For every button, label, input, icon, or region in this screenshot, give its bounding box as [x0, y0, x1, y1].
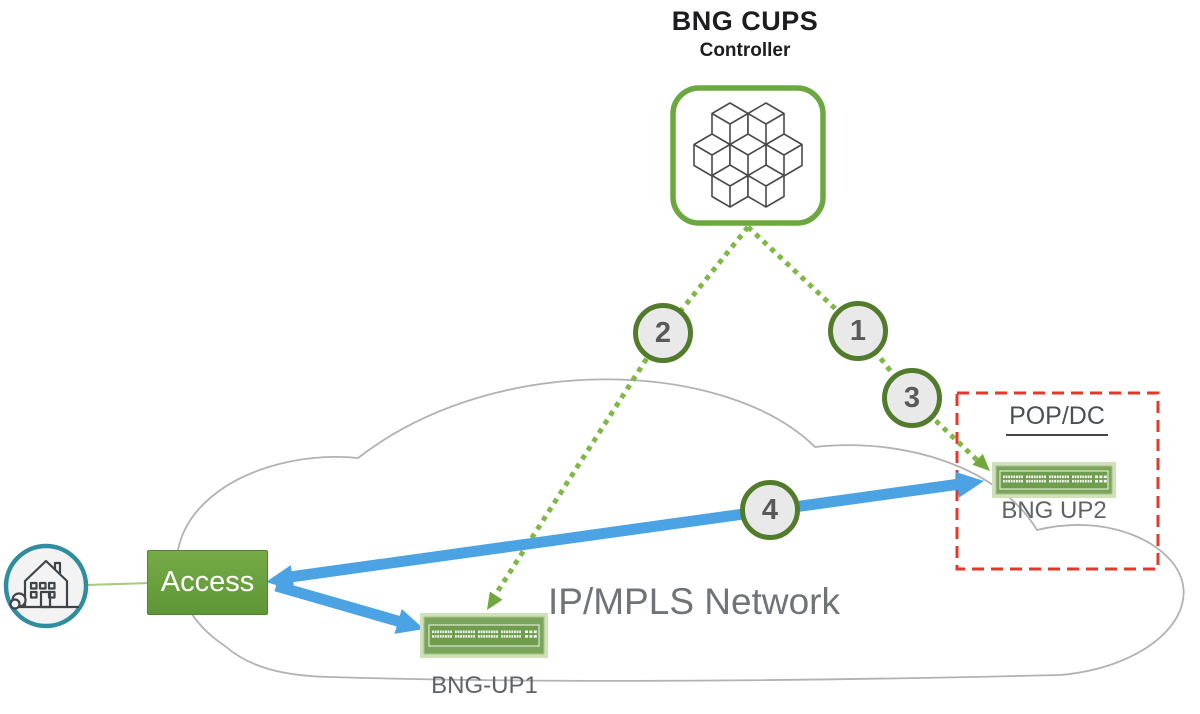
step-circle-1: 1: [828, 301, 888, 361]
up1-switch-icon: [420, 613, 548, 658]
controller-title: BNG CUPS: [671, 6, 819, 36]
pop-dc-label-text: POP/DC: [1006, 402, 1108, 436]
access-up1-redirect-arrow: [274, 580, 424, 634]
controller-node: [670, 85, 826, 226]
step-1-number: 1: [849, 314, 867, 347]
access-node: Access: [147, 550, 268, 615]
step-4-number: 4: [761, 493, 779, 526]
step-2-number: 2: [654, 316, 672, 349]
access-label: Access: [160, 566, 255, 598]
network-label: IP/MPLS Network: [548, 581, 840, 622]
controller-title-block: BNG CUPS Controller: [672, 6, 819, 62]
subscriber-access-link: [85, 582, 151, 586]
step-circle-2: 2: [633, 303, 693, 363]
up2-switch-icon: [992, 462, 1116, 498]
up2-label: BNG UP2: [1001, 497, 1107, 524]
up2-dotted-arrowhead: [972, 453, 990, 471]
step-3-number: 3: [903, 381, 921, 414]
house-icon: [3, 543, 89, 629]
pop-dc-title: POP/DC: [977, 402, 1137, 436]
step-circle-4: 4: [740, 480, 800, 540]
up1-label: BNG-UP1: [431, 672, 538, 699]
controller-to-up2-dotted-arrow: [746, 225, 980, 463]
up1-dotted-arrowhead: [487, 591, 503, 610]
step-circle-3: 3: [882, 368, 942, 428]
controller-subtitle: Controller: [699, 40, 791, 61]
